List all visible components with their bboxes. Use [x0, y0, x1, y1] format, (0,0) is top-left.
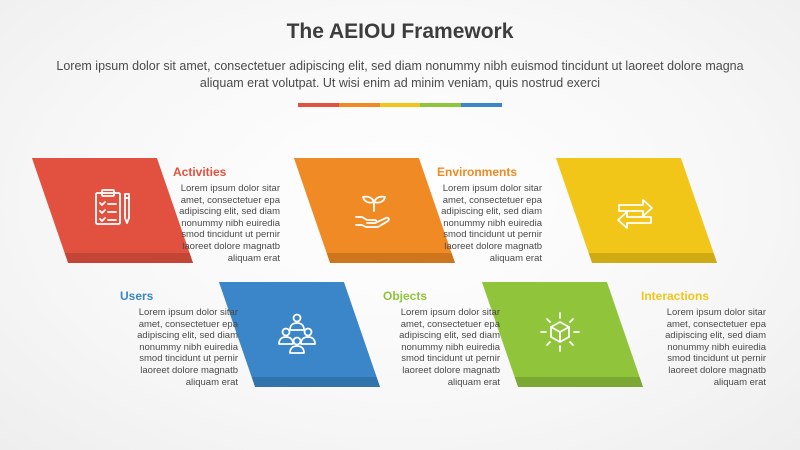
page-subtitle: Lorem ipsum dolor sit amet, consectetuer…: [56, 59, 744, 90]
cube-icon: [538, 310, 582, 354]
objects-description: Lorem ipsum dolor sitar amet, consectetu…: [399, 307, 500, 388]
interactions-description: Lorem ipsum dolor sitar amet, consectetu…: [665, 307, 766, 388]
divider-segment: [420, 103, 462, 107]
exchange-arrows-icon: [613, 189, 657, 233]
divider-segment: [298, 103, 339, 107]
color-divider: [298, 103, 502, 107]
divider-segment: [338, 103, 380, 107]
divider-segment: [461, 103, 502, 107]
objects-heading: Objects: [383, 289, 428, 303]
activities-heading: Activities: [173, 165, 227, 179]
interactions-heading: Interactions: [641, 289, 710, 303]
divider-segment: [379, 103, 421, 107]
users-heading: Users: [120, 289, 154, 303]
page-title: The AEIOU Framework: [286, 20, 514, 43]
environments-heading: Environments: [437, 165, 518, 179]
users-group-icon: [275, 310, 319, 354]
clipboard-icon: [90, 186, 134, 230]
activities-description: Lorem ipsum dolor sitar amet, consectetu…: [179, 183, 280, 264]
plant-hand-icon: [352, 187, 396, 231]
users-description: Lorem ipsum dolor sitar amet, consectetu…: [137, 307, 238, 388]
environments-description: Lorem ipsum dolor sitar amet, consectetu…: [441, 183, 542, 264]
